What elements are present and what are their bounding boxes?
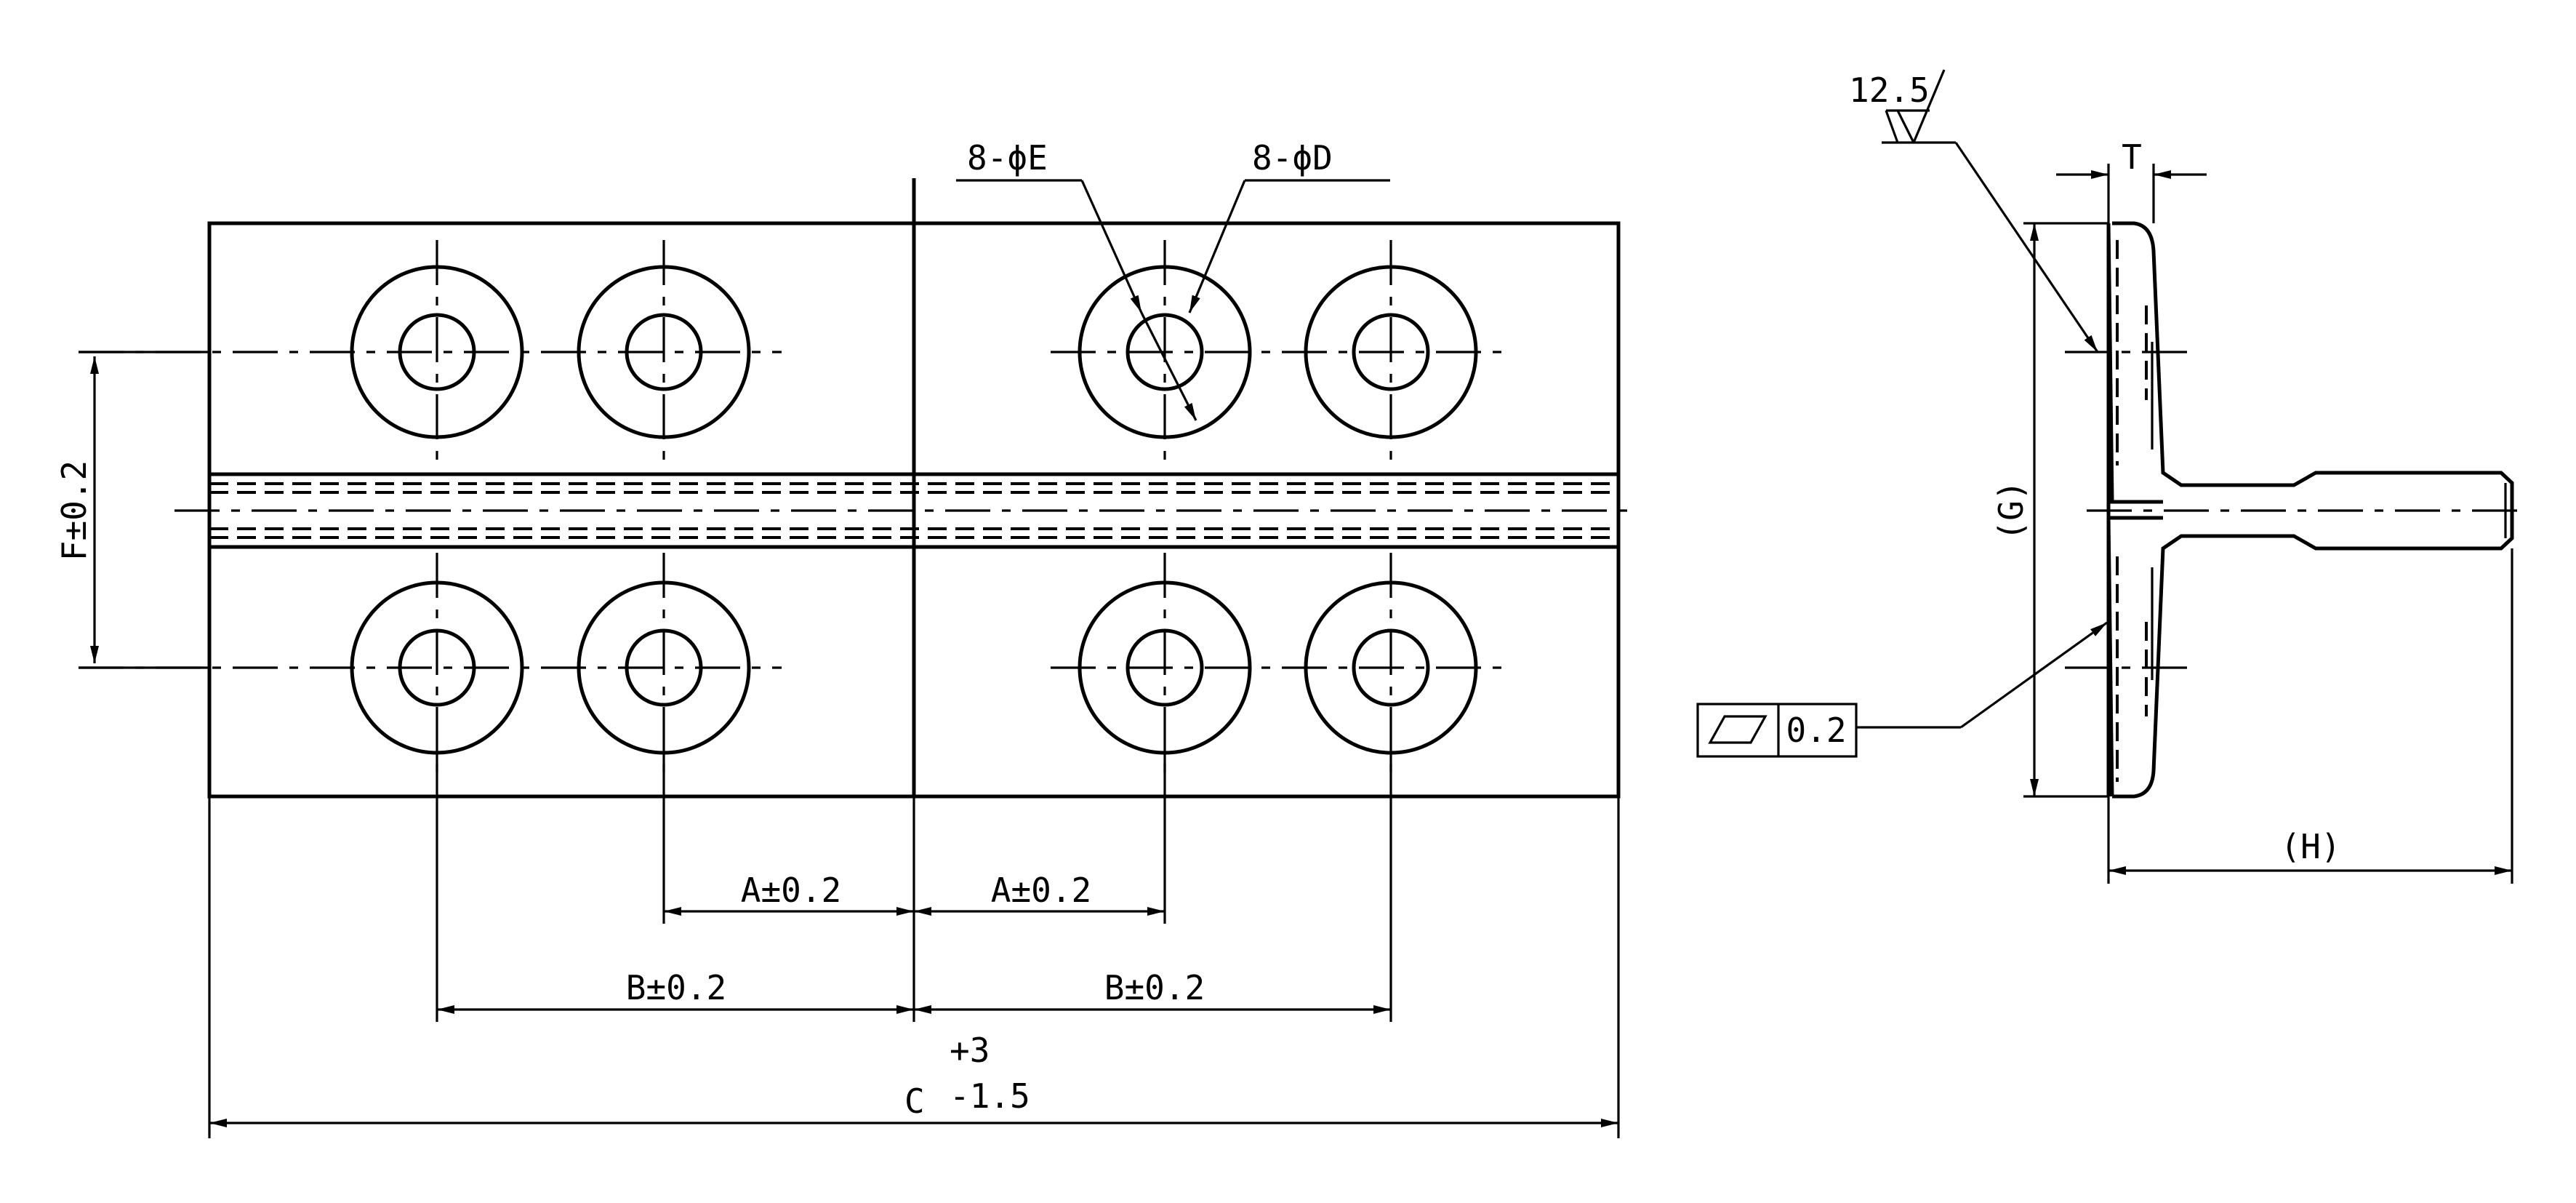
hole <box>350 240 524 465</box>
h-dimension-label: (H) <box>2280 827 2340 866</box>
flatness-value: 0.2 <box>1786 711 1846 750</box>
f-dimension-label: F±0.2 <box>55 460 94 561</box>
hole-d-callout: 8-ϕD <box>1252 138 1333 177</box>
c-upper-tolerance: +3 <box>950 1031 990 1070</box>
flatness-frame <box>1696 621 2108 758</box>
a-dimension-left-label: A±0.2 <box>741 871 841 910</box>
g-dimension-label: (G) <box>1991 480 2031 540</box>
roughness-value: 12.5 <box>1849 71 1930 110</box>
side-view: T (G) (H) 12.5 <box>1696 69 2523 884</box>
front-view: 8-ϕE 8-ϕD F±0.2 A±0.2 A±0.2 B±0.2 B±0.2 <box>55 138 1632 1138</box>
f-dimension <box>79 351 209 669</box>
hole-e-callout: 8-ϕE <box>967 138 1048 177</box>
c-dimension-label: C <box>904 1082 925 1121</box>
h-dimension <box>2107 548 2513 884</box>
surface-roughness-triangle-icon <box>1882 69 2099 353</box>
g-dimension <box>2023 222 2108 798</box>
hole <box>577 240 751 465</box>
hole <box>1304 240 1478 465</box>
b-dimension-left-label: B±0.2 <box>626 968 726 1007</box>
flatness-parallelogram-icon <box>1708 715 1768 744</box>
extension-lines <box>208 753 1620 1138</box>
hole <box>1078 240 1252 465</box>
t-dimension-label: T <box>2122 137 2142 177</box>
t-dimension <box>2056 164 2207 223</box>
c-lower-tolerance: -1.5 <box>950 1076 1030 1116</box>
hole-callout-leaders <box>956 179 1390 421</box>
a-dimension-right-label: A±0.2 <box>991 871 1091 910</box>
b-dimension-right-label: B±0.2 <box>1104 968 1205 1007</box>
